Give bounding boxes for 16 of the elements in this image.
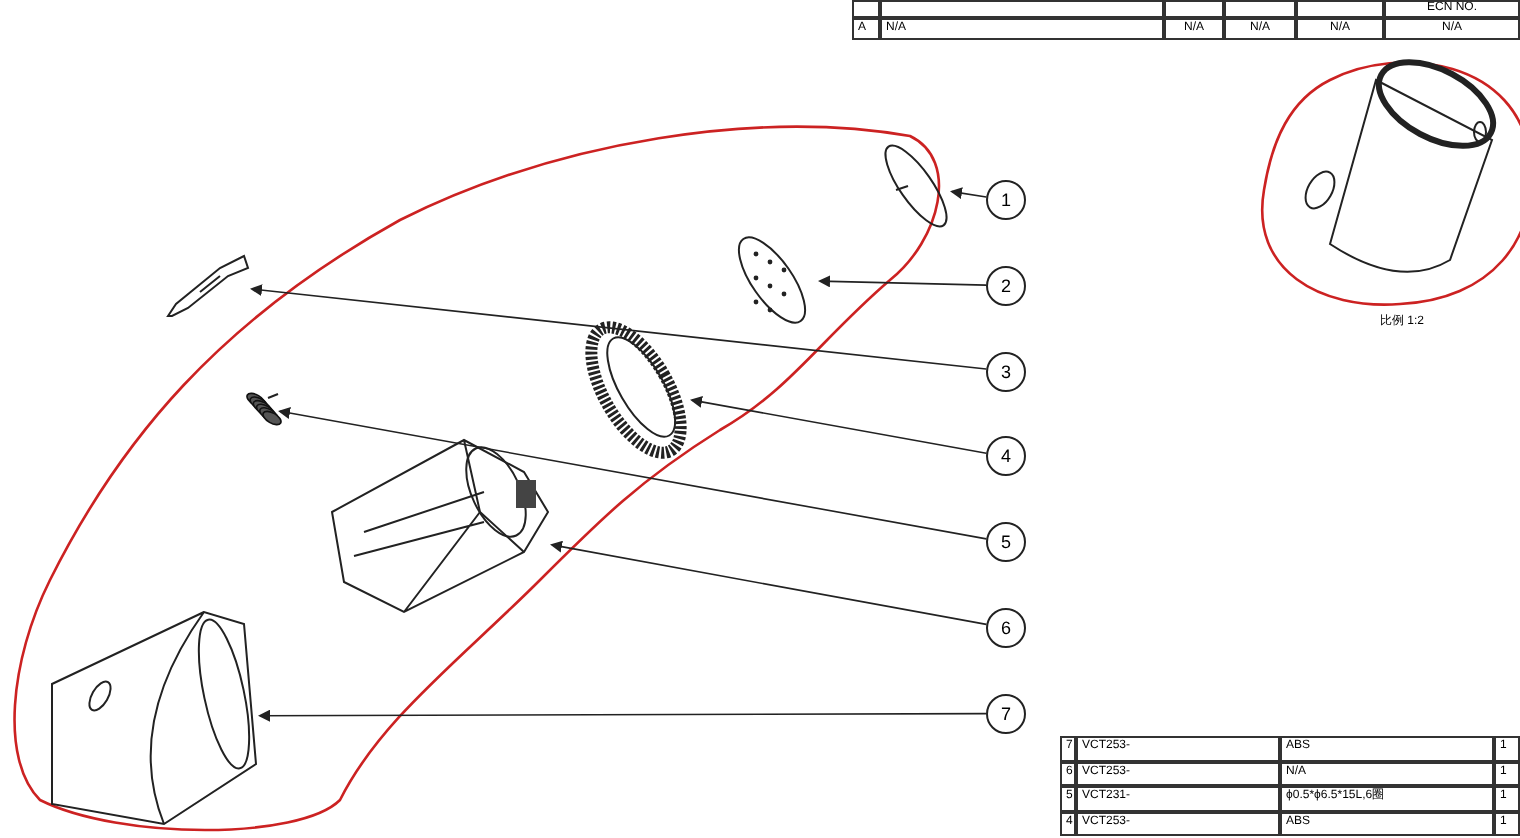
leader-line [690,396,988,455]
leader-line [950,187,988,200]
leader-line [250,284,987,370]
callout-number: 1 [986,180,1026,220]
callout-number: 3 [986,351,1026,392]
spring-drawing [244,392,280,424]
leader-line [278,407,988,540]
gear-drawing [580,316,692,464]
callout-number: 4 [986,436,1026,477]
callout-number: 2 [986,265,1026,306]
callout-number: 7 [986,693,1026,734]
leader-line [550,540,988,626]
leader-line [818,275,987,288]
callout-number: 5 [986,522,1026,563]
callout-number: 6 [986,608,1026,648]
leader-line [258,709,987,722]
